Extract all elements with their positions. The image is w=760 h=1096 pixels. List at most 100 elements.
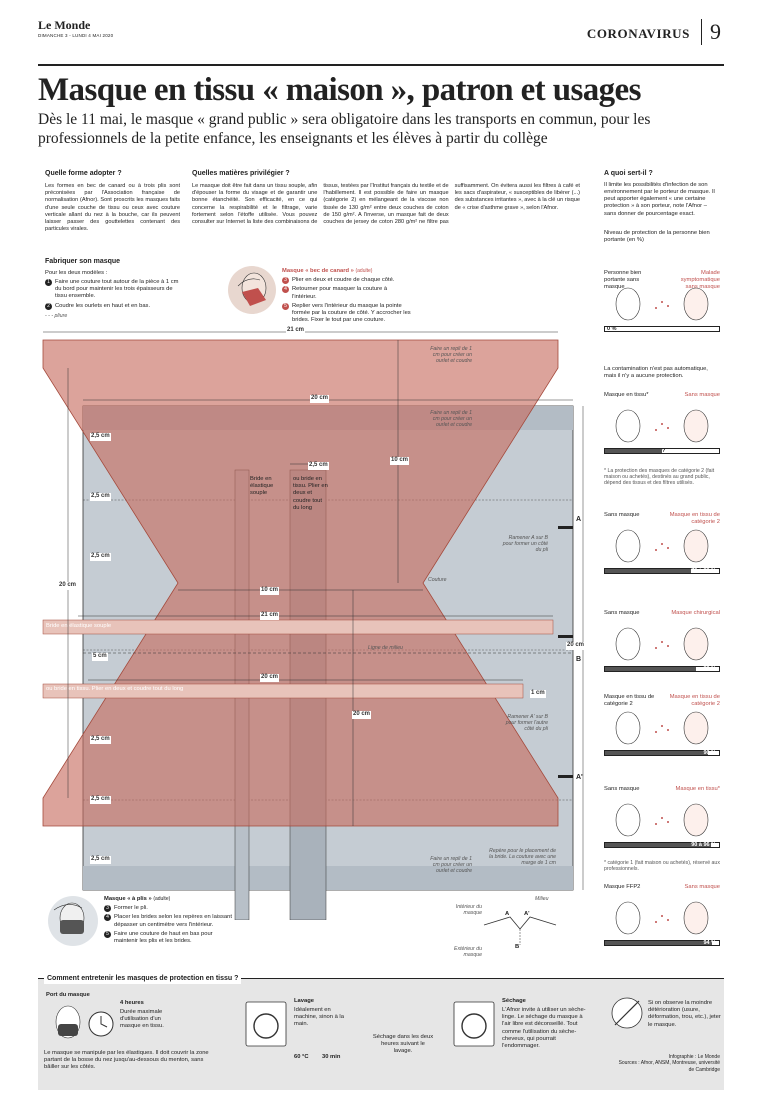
duckbill-pattern-piece bbox=[42, 339, 559, 827]
forme-block: Quelle forme adopter ? Les formes en bec… bbox=[45, 170, 180, 234]
protection-left-label: Sans masque bbox=[604, 786, 640, 792]
washing-machine-icon bbox=[245, 1001, 287, 1047]
marker-a: A bbox=[576, 516, 582, 523]
handling-text: Le masque se manipule par les élastiques… bbox=[44, 1050, 209, 1071]
faces-icon bbox=[615, 803, 709, 837]
pattern-diagram bbox=[42, 331, 584, 920]
elastic-bar bbox=[42, 619, 554, 635]
dim-20cm-left: 20 cm bbox=[58, 582, 78, 590]
dryer-icon bbox=[453, 1001, 495, 1047]
interior-label: Intérieur du masque bbox=[455, 904, 482, 917]
faces-icon bbox=[615, 627, 709, 661]
dim-2-5cm-6: 2,5 cm bbox=[90, 856, 111, 864]
dim-20cm-mid: 20 cm bbox=[260, 674, 280, 682]
protection-bar: 90 % bbox=[604, 750, 720, 756]
footnote-category1: * catégorie 1 (fait maison ou achetés), … bbox=[604, 860, 720, 873]
dim-20cm-right: 20 cm bbox=[566, 642, 586, 650]
lavage-title: Lavage bbox=[294, 998, 314, 1004]
protection-bar: 90 à 96 % bbox=[604, 842, 720, 848]
section-label: CORONAVIRUS bbox=[586, 26, 690, 41]
hem-note-3: Faire un repli de 1 cm pour créer un our… bbox=[430, 856, 472, 875]
fold-a: A bbox=[505, 911, 510, 917]
protection-bar: ? bbox=[604, 448, 720, 454]
fabric-bar bbox=[42, 683, 524, 699]
protection-bar: 94 % bbox=[604, 940, 720, 946]
pliure-legend: - - - pliure bbox=[45, 312, 68, 319]
protection-legend: Niveau de protection de la personne bien… bbox=[604, 229, 710, 244]
protection-value: 90 à 96 % bbox=[691, 842, 716, 848]
protection-bar-fill bbox=[605, 751, 708, 755]
hem-bottom bbox=[83, 866, 573, 890]
footnote-category2: * La protection des masques de catégorie… bbox=[604, 468, 715, 487]
protection-value: 80 % bbox=[703, 666, 716, 672]
page-number: 9 bbox=[710, 19, 721, 44]
dim-10cm-vertical: 10 cm bbox=[390, 457, 410, 465]
marker-a2: A' bbox=[576, 774, 583, 781]
wash-duration: 30 min bbox=[322, 1054, 341, 1060]
section-divider bbox=[701, 19, 702, 45]
faces-icon bbox=[615, 409, 709, 443]
protection-value: 90 % bbox=[703, 750, 716, 756]
protection-right-label: Masque chirurgical bbox=[671, 610, 720, 616]
bec-illustration bbox=[228, 266, 276, 314]
plis-illustration bbox=[48, 896, 98, 946]
tie-placement-note: Repère pour le placement de la bride. La… bbox=[489, 848, 556, 867]
protection-right-label: Masque en tissu de catégorie 2 bbox=[669, 694, 720, 708]
fold-a2: A' bbox=[524, 911, 530, 917]
dim-10cm-horizontal: 10 cm bbox=[260, 587, 280, 595]
elastic-bar-label: Bride en élastique souple bbox=[46, 623, 112, 629]
pleat-fold-diagram bbox=[483, 916, 557, 945]
aquoi-title: A quoi sert-il ? bbox=[604, 170, 653, 177]
protection-value: ? bbox=[662, 448, 666, 454]
fold-b: B bbox=[515, 944, 520, 950]
pleat-markers bbox=[558, 526, 573, 778]
hours-value: 4 heures bbox=[120, 1000, 144, 1006]
hem-note-2: Faire un repli de 1 cm pour créer un our… bbox=[430, 410, 472, 429]
matieres-text: Le masque doit être fait dans un tissu s… bbox=[192, 182, 580, 226]
protection-left-label: Masque en tissu* bbox=[604, 392, 649, 398]
deterioration-text: Si on observe la moindre détérioration (… bbox=[648, 1000, 721, 1028]
marker-b: B bbox=[576, 656, 582, 663]
temperature: 60 °C bbox=[294, 1054, 309, 1060]
protection-row: Masque en tissu*Sans masque? bbox=[604, 392, 720, 454]
dim-20cm-vertical: 20 cm bbox=[352, 711, 372, 719]
sechage-text: L'Afnor invite à utiliser un sèche-linge… bbox=[502, 1007, 586, 1050]
dateline: DIMANCHE 3 - LUNDI 4 MAI 2020 bbox=[38, 33, 114, 38]
protection-bar: 70 à 80 % bbox=[604, 568, 720, 574]
fabriquer-intro: Pour les deux modèles : bbox=[45, 269, 108, 276]
entretien-title: Comment entretenir les masques de protec… bbox=[44, 975, 242, 984]
protection-bar: 80 % bbox=[604, 666, 720, 672]
plis-face-icon bbox=[53, 902, 85, 934]
bec-face-icon bbox=[237, 272, 267, 306]
top-rule bbox=[38, 64, 724, 66]
protection-bar: 0 % bbox=[604, 326, 720, 332]
fabric-bar-label: ou bride en tissu. Plier en deux et coud… bbox=[46, 686, 184, 692]
protection-value: 0 % bbox=[607, 326, 617, 332]
entretien-panel bbox=[38, 978, 724, 1090]
protection-bar-fill bbox=[605, 569, 691, 573]
faces-icon bbox=[615, 287, 709, 321]
plis-title: Masque « à plis » bbox=[104, 896, 152, 902]
dim-20cm-top: 20 cm bbox=[310, 395, 330, 403]
port-title: Port du masque bbox=[46, 992, 90, 998]
faces-icon bbox=[615, 529, 709, 563]
standfirst: Dès le 11 mai, le masque « grand public … bbox=[38, 111, 651, 147]
dim-2-5cm-tie: 2,5 cm bbox=[308, 462, 329, 470]
drying-delay: Séchage dans les deux heures suivant le … bbox=[372, 1034, 434, 1055]
protection-left-label: Sans masque bbox=[604, 512, 640, 518]
dim-2-5cm-2: 2,5 cm bbox=[90, 493, 111, 501]
lavage-text: Idéalement en machine, sinon à la main. bbox=[294, 1007, 344, 1028]
protection-right-label: Sans masque bbox=[684, 884, 720, 890]
